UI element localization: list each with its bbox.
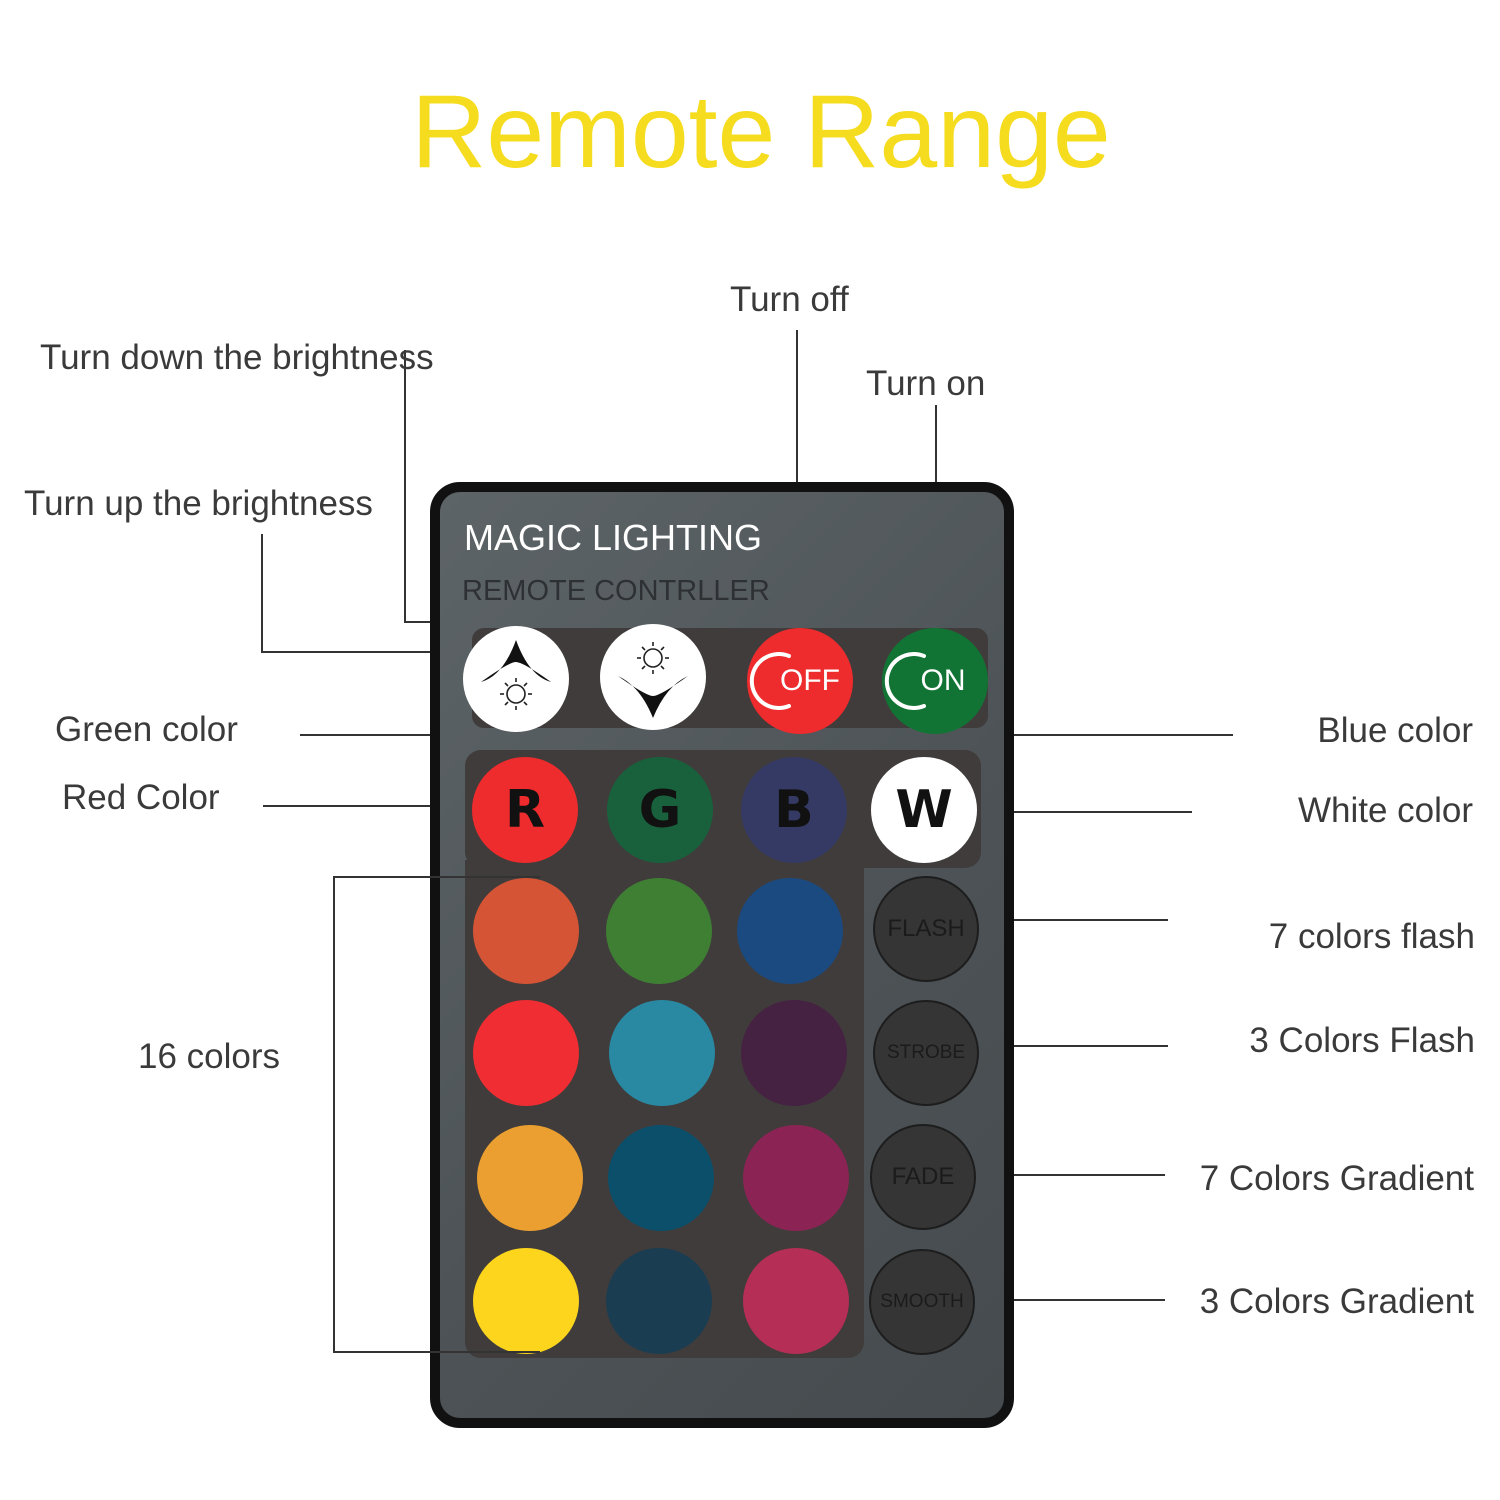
on-label: ON (920, 664, 966, 697)
white-color-label: White color (1297, 791, 1473, 830)
off-label: OFF (780, 664, 840, 697)
on-power-ring-icon (884, 652, 926, 710)
remote-brand: MAGIC LIGHTING (464, 517, 763, 558)
brightness-down-icon (618, 642, 688, 718)
color-button-amber[interactable] (477, 1125, 583, 1231)
seven-colors-flash-label: 7 colors flash (1268, 917, 1475, 956)
color-button-magenta[interactable] (743, 1125, 849, 1231)
sixteen-colors-label: 16 colors (138, 1037, 281, 1076)
brightness-up-icon (481, 640, 551, 710)
blue-color-label: Blue color (1317, 711, 1473, 750)
turn-on-label: Turn on (866, 364, 986, 403)
color-button-deep-teal[interactable] (608, 1125, 714, 1231)
turn-off-label: Turn off (730, 280, 849, 319)
smooth-label: SMOOTH (880, 1291, 964, 1312)
off-button[interactable]: OFF (747, 628, 853, 734)
remote-subtitle: REMOTE CONTRLLER (462, 575, 770, 607)
color-button-raspberry[interactable] (743, 1248, 849, 1354)
brightness-down-button[interactable] (600, 624, 706, 730)
flash-label: FLASH (887, 915, 965, 942)
fade-label: FADE (891, 1163, 955, 1190)
three-colors-flash-label: 3 Colors Flash (1249, 1021, 1475, 1060)
red-color-label: Red Color (62, 778, 220, 817)
strobe-button[interactable]: STROBE (873, 1000, 979, 1106)
brightness-up-button[interactable] (463, 626, 569, 732)
red-button[interactable]: R (472, 757, 578, 863)
color-button-ocean-blue[interactable] (737, 878, 843, 984)
blue-letter: B (774, 780, 814, 840)
page-title: Remote Range (411, 74, 1111, 190)
color-button-yellow[interactable] (473, 1248, 579, 1354)
green-letter: G (638, 780, 682, 840)
strobe-label: STROBE (886, 1042, 966, 1063)
turn-down-label: Turn down the brightness (40, 338, 434, 377)
three-colors-gradient-label: 3 Colors Gradient (1199, 1282, 1474, 1321)
on-button[interactable]: ON (882, 628, 988, 734)
smooth-button[interactable]: SMOOTH (869, 1249, 975, 1355)
green-button[interactable]: G (607, 757, 713, 863)
color-button-teal[interactable] (609, 1000, 715, 1106)
off-power-ring-icon (749, 652, 791, 710)
white-letter: W (895, 780, 953, 840)
color-button-orange-red[interactable] (473, 878, 579, 984)
color-button-plum[interactable] (741, 1000, 847, 1106)
green-color-label: Green color (55, 710, 238, 749)
color-button-bright-red[interactable] (473, 1000, 579, 1106)
blue-button[interactable]: B (741, 757, 847, 863)
turn-up-label: Turn up the brightness (24, 484, 373, 523)
color-button-navy[interactable] (606, 1248, 712, 1354)
white-button[interactable]: W (871, 757, 977, 863)
flash-button[interactable]: FLASH (873, 876, 979, 982)
color-button-grass-green[interactable] (606, 878, 712, 984)
red-letter: R (504, 780, 546, 840)
fade-button[interactable]: FADE (870, 1124, 976, 1230)
seven-colors-gradient-label: 7 Colors Gradient (1199, 1159, 1474, 1198)
